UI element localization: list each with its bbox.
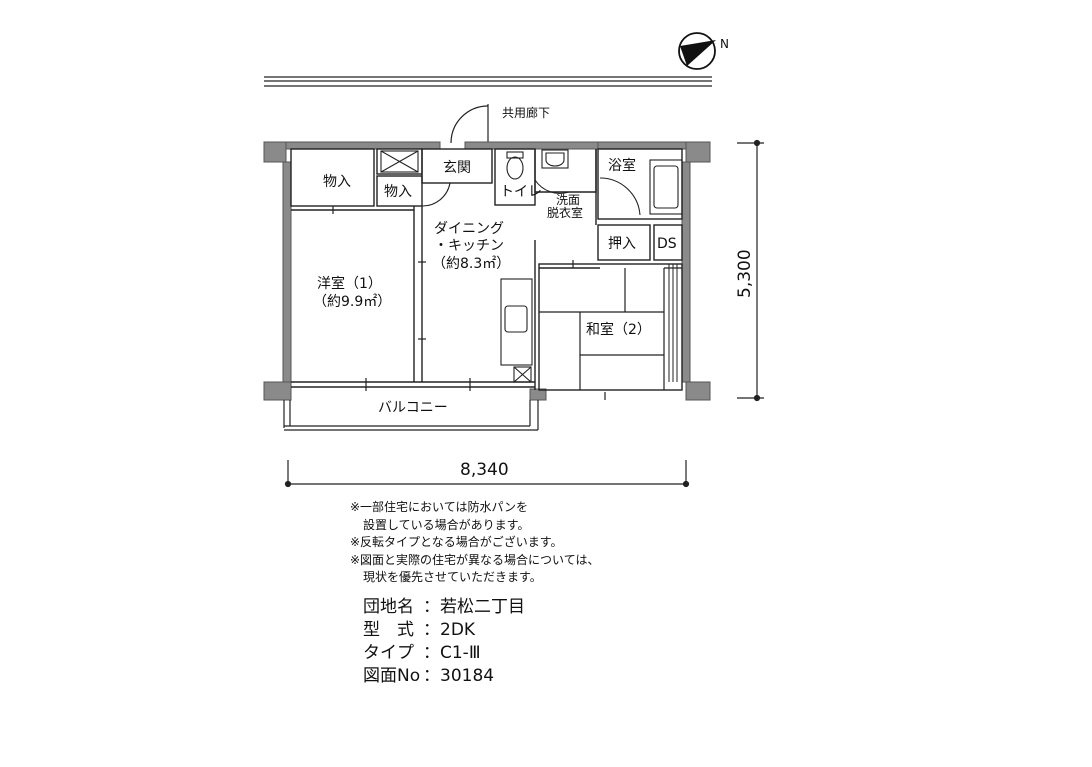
toilet-fixture	[506, 151, 524, 180]
compass-label: N	[720, 37, 729, 51]
label-dining-1: ダイニング	[434, 221, 504, 237]
dimension-depth-line	[737, 139, 764, 402]
info-row-estate: 団地名：若松二丁目	[363, 597, 525, 617]
note-line: 現状を優先させていただきます。	[363, 570, 542, 584]
kitchen-counter	[500, 278, 533, 366]
info-block: 団地名：若松二丁目 型 式：2DK タイプ：C1-Ⅲ 図面No：30184	[363, 596, 525, 688]
label-storage-small: 物入	[384, 184, 412, 200]
dimension-width: 8,340	[460, 460, 509, 480]
label-washroom-1: 洗面	[556, 193, 580, 207]
label-washroom-2: 脱衣室	[547, 205, 583, 220]
bathtub-fixture	[649, 159, 683, 215]
label-storage-left: 物入	[323, 174, 351, 190]
info-key: 団地名	[363, 597, 414, 617]
window-right	[668, 264, 678, 382]
label-dining-2: ・キッチン	[434, 238, 504, 254]
info-value: C1-Ⅲ	[440, 643, 481, 663]
sink-fixture	[541, 149, 569, 169]
info-key: タイプ	[363, 643, 414, 663]
note-line: ※反転タイプとなる場合がございます。	[350, 535, 563, 549]
duct-boxes	[380, 150, 532, 383]
info-row-model: 型 式：2DK	[363, 620, 476, 640]
balcony-outline	[283, 400, 539, 431]
tatami-lines	[539, 267, 682, 390]
label-toilet: トイレ	[500, 184, 542, 200]
entrance-door	[450, 104, 489, 144]
label-bath: 浴室	[608, 157, 636, 174]
label-western-area: （約9.9㎡）	[313, 294, 391, 310]
info-value: 30184	[440, 666, 495, 686]
label-dining-area: （約8.3㎡）	[432, 256, 510, 272]
notes-block: ※一部住宅においては防水パンを 設置している場合があります。 ※反転タイプとなる…	[350, 499, 599, 587]
label-corridor: 共用廊下	[502, 105, 550, 120]
label-western-room: 洋室（1）	[317, 275, 382, 292]
sliding-doors	[332, 206, 606, 400]
info-key: 図面No	[363, 666, 421, 686]
exterior-walls	[263, 141, 711, 401]
label-japanese-room: 和室（2）	[586, 321, 651, 338]
dimension-depth: 5,300	[735, 249, 755, 298]
info-key: 型 式	[363, 620, 414, 640]
label-ds: DS	[657, 236, 677, 252]
note-line: ※一部住宅においては防水パンを	[350, 500, 529, 514]
label-entrance: 玄関	[443, 159, 471, 176]
label-closet: 押入	[608, 236, 636, 252]
note-line: ※図面と実際の住宅が異なる場合については、	[350, 552, 600, 567]
interior-walls	[290, 148, 683, 391]
dimension-width-line	[284, 460, 690, 488]
info-value: 若松二丁目	[440, 597, 525, 617]
door-swings	[421, 177, 641, 216]
note-line: 設置している場合があります。	[363, 517, 530, 532]
label-balcony: バルコニー	[378, 400, 448, 416]
corridor-lines	[264, 76, 712, 87]
info-row-type: タイプ：C1-Ⅲ	[363, 643, 481, 663]
info-value: 2DK	[440, 620, 476, 640]
compass-icon: N	[678, 32, 729, 70]
info-row-drawing-no: 図面No：30184	[363, 666, 495, 686]
